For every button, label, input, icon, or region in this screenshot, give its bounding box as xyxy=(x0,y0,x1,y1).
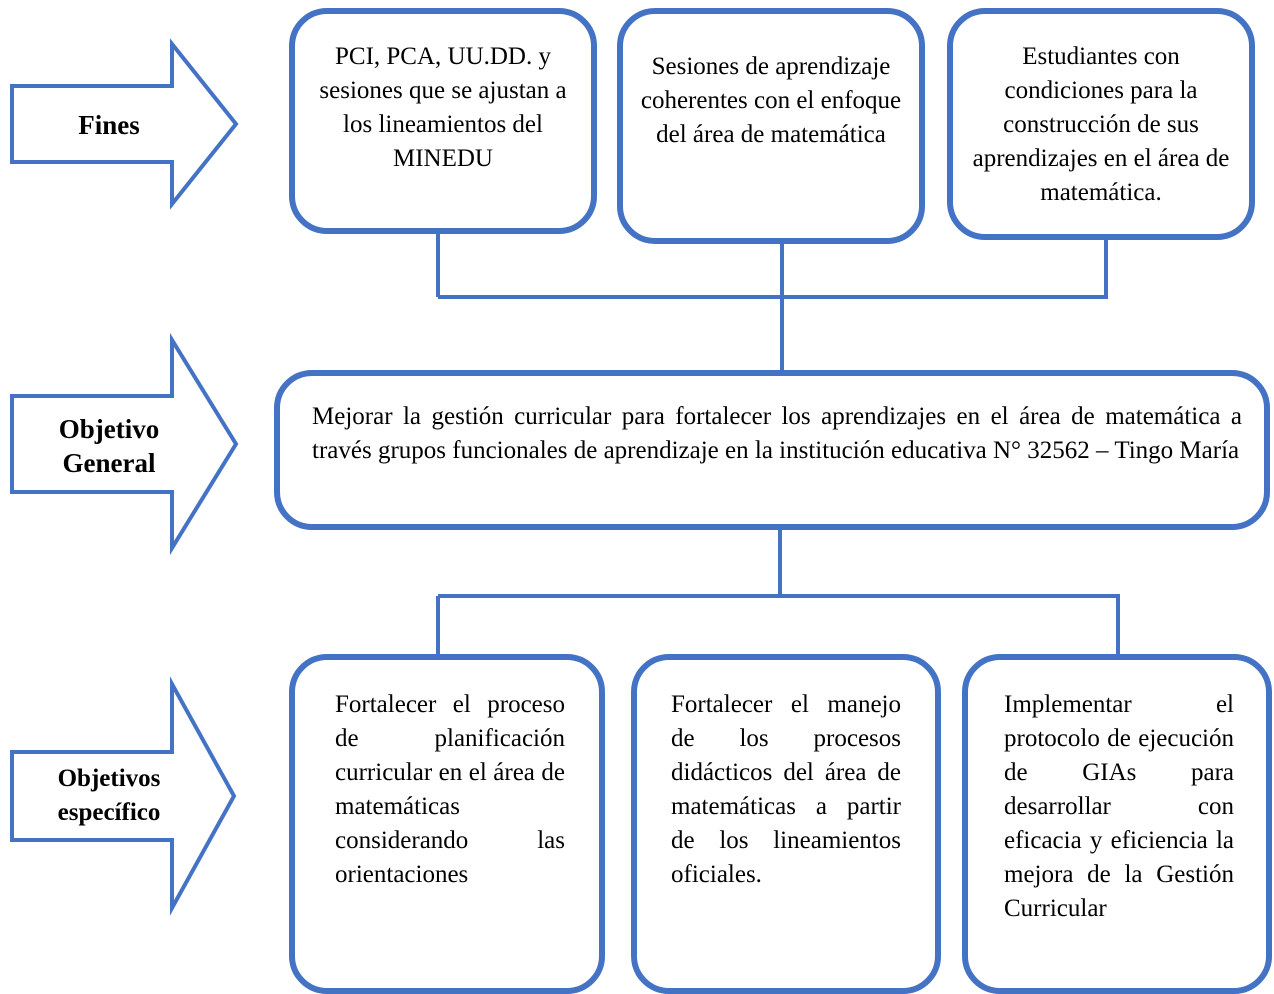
arrow-objetivo-general xyxy=(10,332,239,556)
fin-text-3: Estudiantes con condiciones para la cons… xyxy=(972,43,1230,206)
fin-box-1: PCI, PCA, UU.DD. y sesiones que se ajust… xyxy=(289,8,597,234)
especifico-text-1: Fortalecer el proceso de planificación c… xyxy=(335,691,565,888)
objetivo-general-box: Mejorar la gestión curricular para forta… xyxy=(274,370,1270,530)
especifico-box-2: Fortalecer el manejo de los procesos did… xyxy=(631,654,941,994)
especifico-text-2: Fortalecer el manejo de los procesos did… xyxy=(671,691,901,888)
fin-box-2: Sesiones de aprendizaje coherentes con e… xyxy=(617,8,925,244)
especifico-text-3: Implementar el protocolo de ejecución de… xyxy=(1004,691,1234,922)
label-objetivo-general: Objetivo General xyxy=(14,412,204,480)
arrow-fines xyxy=(10,38,239,210)
fin-text-1: PCI, PCA, UU.DD. y sesiones que se ajust… xyxy=(319,43,567,172)
label-objetivo-general-text: Objetivo General xyxy=(58,414,160,478)
label-objetivos-especifico: Objetivos específico xyxy=(14,762,204,830)
label-objetivos-especifico-text: Objetivos específico xyxy=(57,765,161,826)
arrow-objetivos-especifico xyxy=(10,676,237,916)
connector-especificos xyxy=(436,528,1120,666)
label-fines: Fines xyxy=(78,110,140,140)
fin-text-2: Sesiones de aprendizaje coherentes con e… xyxy=(640,53,902,148)
objetivo-general-text: Mejorar la gestión curricular para forta… xyxy=(312,403,1242,464)
especifico-box-3: Implementar el protocolo de ejecución de… xyxy=(962,654,1272,994)
connector-fines xyxy=(436,232,1108,372)
fin-box-3: Estudiantes con condiciones para la cons… xyxy=(947,8,1255,240)
especifico-box-1: Fortalecer el proceso de planificación c… xyxy=(289,654,605,994)
